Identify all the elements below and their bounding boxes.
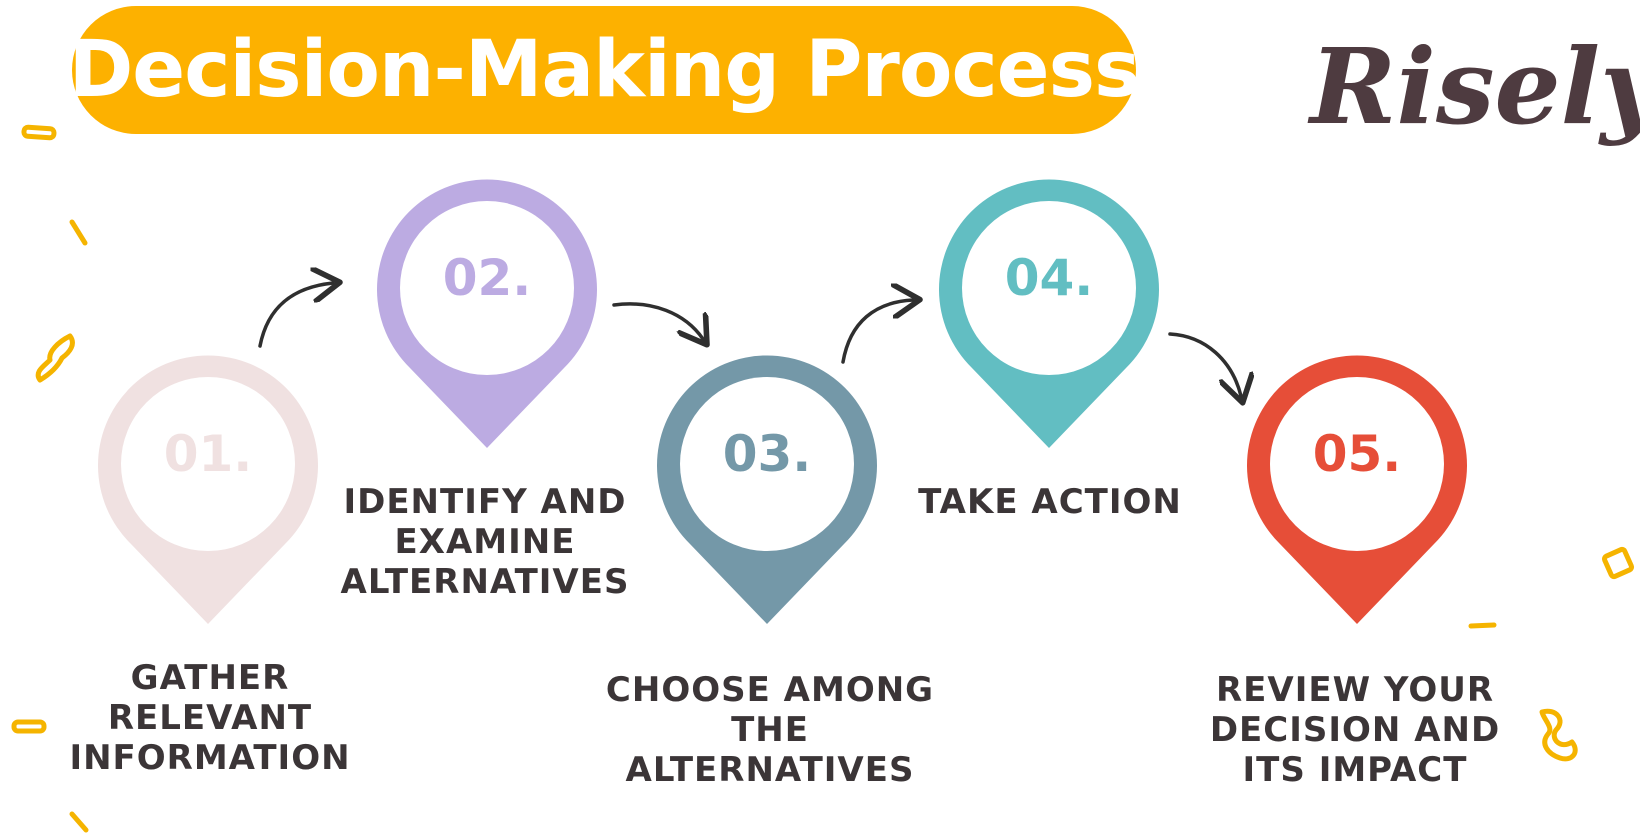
confetti-piece bbox=[69, 811, 89, 833]
step-4-number: 04. bbox=[1004, 249, 1094, 307]
pin-hole bbox=[1270, 377, 1444, 551]
step-5-label: REVIEW YOUR DECISION AND ITS IMPACT bbox=[1209, 670, 1501, 790]
step-1-number: 01. bbox=[163, 425, 253, 483]
step-2-pin: 02. bbox=[372, 178, 602, 448]
pin-hole bbox=[400, 201, 574, 375]
arrow-connector-4-5 bbox=[1168, 332, 1241, 396]
pin-hole bbox=[680, 377, 854, 551]
step-5-number: 05. bbox=[1312, 425, 1402, 483]
step-3-label: CHOOSE AMONG THE ALTERNATIVES bbox=[605, 670, 935, 790]
map-pin-icon bbox=[98, 355, 318, 624]
step-1-label: GATHER RELEVANT INFORMATION bbox=[69, 658, 351, 778]
title-banner: Decision-Making Process bbox=[69, 6, 1140, 134]
confetti-piece bbox=[1468, 622, 1497, 629]
step-5-pin: 05. bbox=[1242, 354, 1472, 624]
confetti-piece bbox=[1601, 546, 1635, 580]
confetti-piece bbox=[21, 124, 57, 141]
pin-hole bbox=[121, 377, 295, 551]
map-pin-icon bbox=[939, 179, 1159, 448]
step-4-pin: 04. bbox=[934, 178, 1164, 448]
map-pin-icon bbox=[377, 179, 597, 448]
step-3-pin: 03. bbox=[652, 354, 882, 624]
step-1-pin: 01. bbox=[93, 354, 323, 624]
confetti-piece bbox=[35, 333, 75, 383]
pin-hole bbox=[962, 201, 1136, 375]
step-2-label: IDENTIFY AND EXAMINE ALTERNATIVES bbox=[340, 482, 630, 602]
confetti-piece bbox=[69, 219, 88, 246]
arrow-connector-1-2 bbox=[258, 283, 333, 348]
step-4-label: TAKE ACTION bbox=[918, 482, 1182, 522]
map-pin-icon bbox=[657, 355, 877, 624]
arrow-connector-3-4 bbox=[841, 300, 913, 364]
arrow-connector-2-3 bbox=[612, 302, 703, 339]
confetti-piece bbox=[1539, 708, 1578, 762]
step-3-number: 03. bbox=[722, 425, 812, 483]
map-pin-icon bbox=[1247, 355, 1467, 624]
page-title: Decision-Making Process bbox=[68, 25, 1141, 115]
step-2-number: 02. bbox=[442, 249, 532, 307]
risely-logo: Risely bbox=[1310, 25, 1640, 148]
